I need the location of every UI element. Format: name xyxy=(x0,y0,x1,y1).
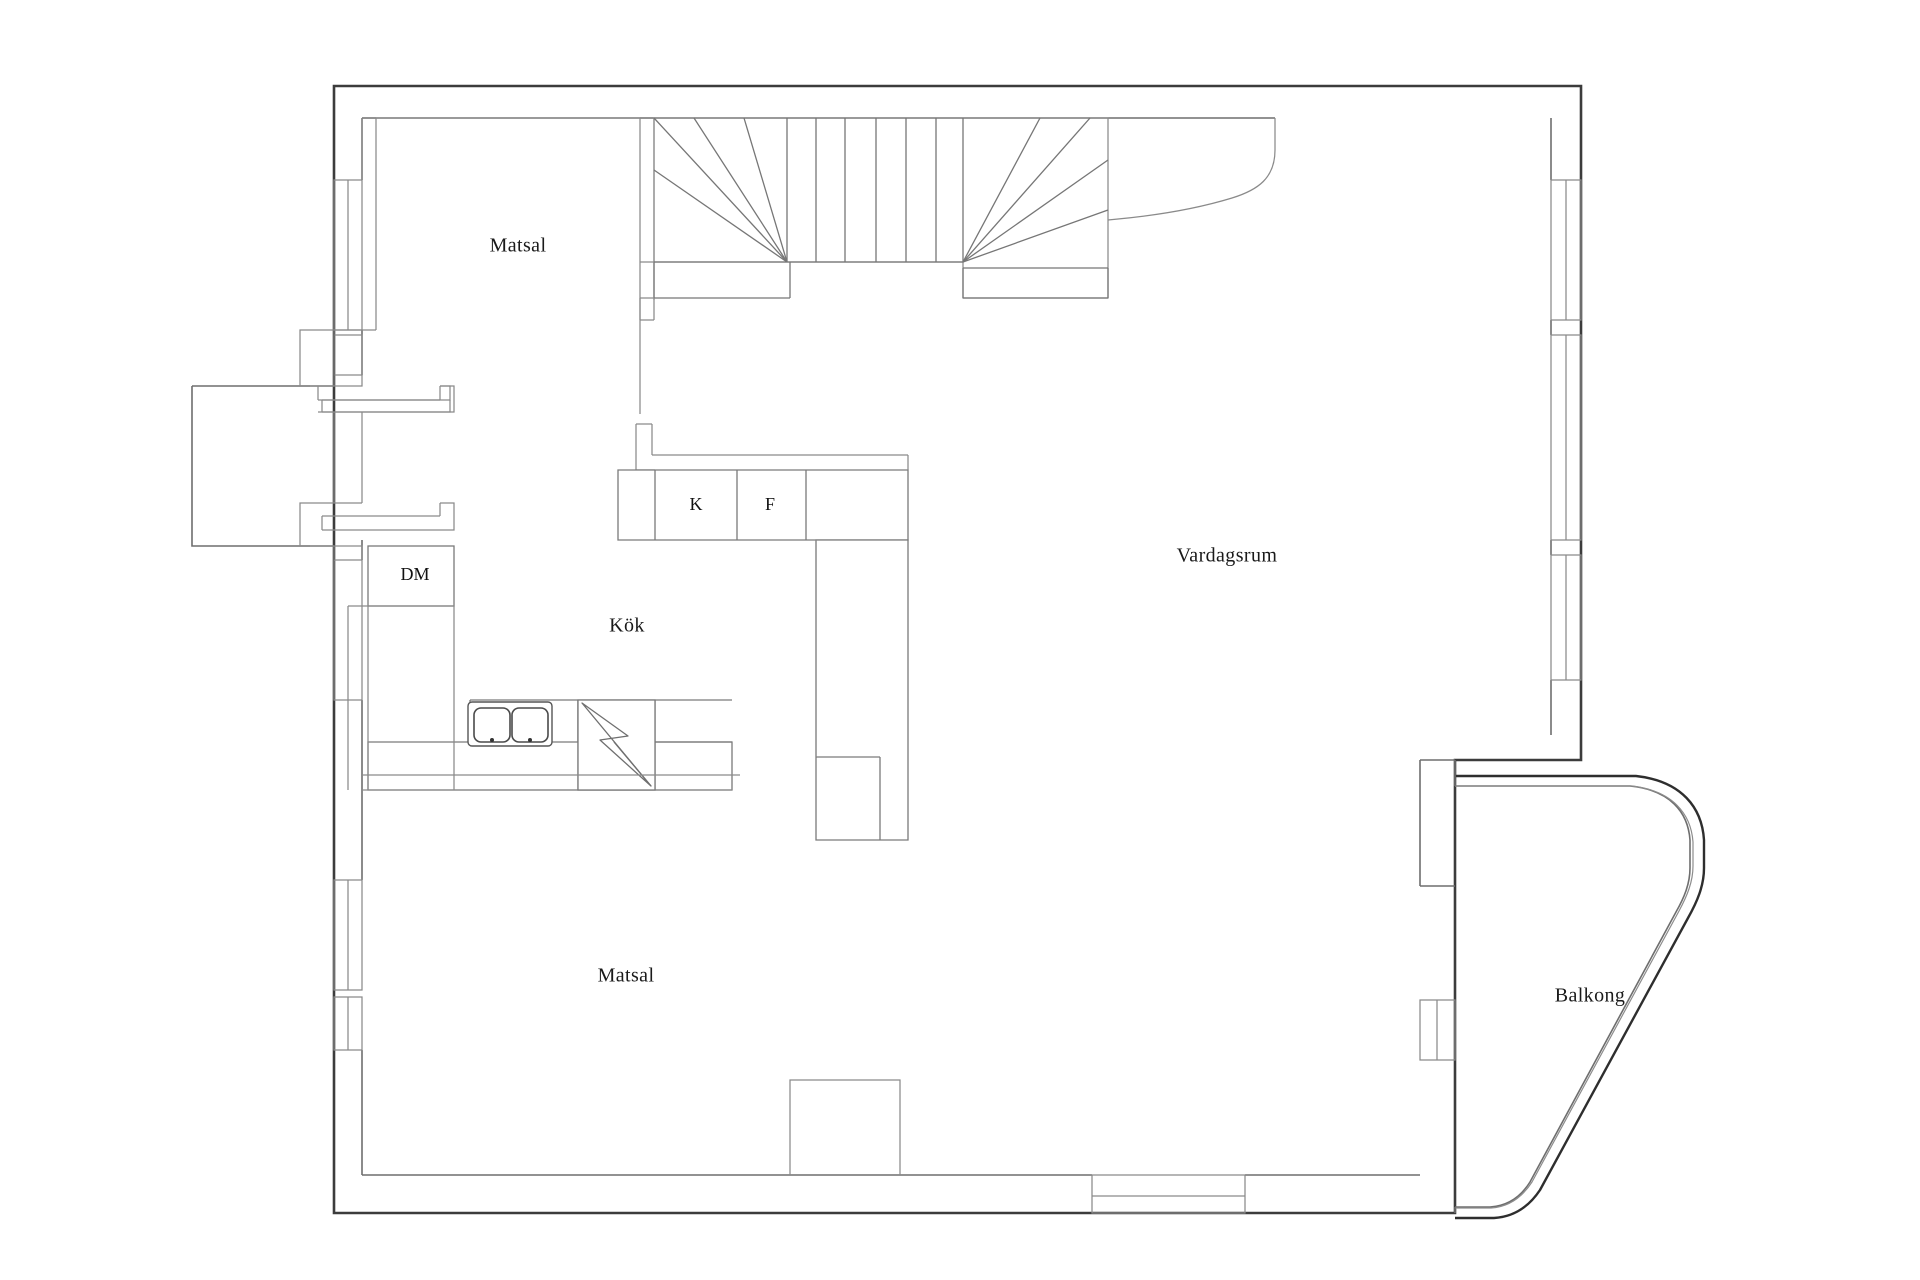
dishwasher xyxy=(347,545,455,790)
room-label-kok: Kök xyxy=(609,615,645,637)
stair-winders-left xyxy=(653,117,788,263)
room-labels: Matsal Matsal Kök Vardagsrum Balkong xyxy=(490,235,1626,1007)
stair-treads-straight xyxy=(815,118,937,262)
window-left-mid xyxy=(333,559,363,701)
matsal-upper-walls xyxy=(361,117,655,414)
kitchen-partition xyxy=(362,774,740,791)
appliance-labels: DM K F xyxy=(400,494,775,584)
window-bottom-1 xyxy=(1091,1174,1246,1214)
balcony xyxy=(1454,760,1706,1220)
room-label-matsal-upper: Matsal xyxy=(490,235,547,257)
staircase xyxy=(639,117,1109,321)
window-left-upper-1 xyxy=(333,179,363,331)
room-label-vardagsrum: Vardagsrum xyxy=(1177,545,1278,567)
window-right-3 xyxy=(1550,554,1582,681)
window-left-lower-1 xyxy=(333,879,363,991)
kitchen-sink xyxy=(467,701,553,747)
window-right-2 xyxy=(1550,334,1582,541)
ceiling-edge-curve xyxy=(1107,118,1276,221)
appliance-label-k: K xyxy=(690,494,703,514)
appliance-label-dm: DM xyxy=(400,564,429,584)
bay-alcove xyxy=(789,1079,901,1175)
entry-vestibule xyxy=(191,329,455,560)
kitchen-counters xyxy=(367,423,909,841)
stove-cooktop xyxy=(577,699,656,791)
room-label-matsal-lower: Matsal xyxy=(598,965,655,987)
window-right-1 xyxy=(1550,179,1582,321)
appliance-label-f: F xyxy=(765,494,775,514)
living-room-notch xyxy=(1419,759,1456,1061)
room-label-balkong: Balkong xyxy=(1555,985,1626,1007)
stair-winders-right xyxy=(962,117,1109,263)
window-left-lower-2 xyxy=(333,996,363,1051)
window-left-upper-2 xyxy=(333,334,363,376)
